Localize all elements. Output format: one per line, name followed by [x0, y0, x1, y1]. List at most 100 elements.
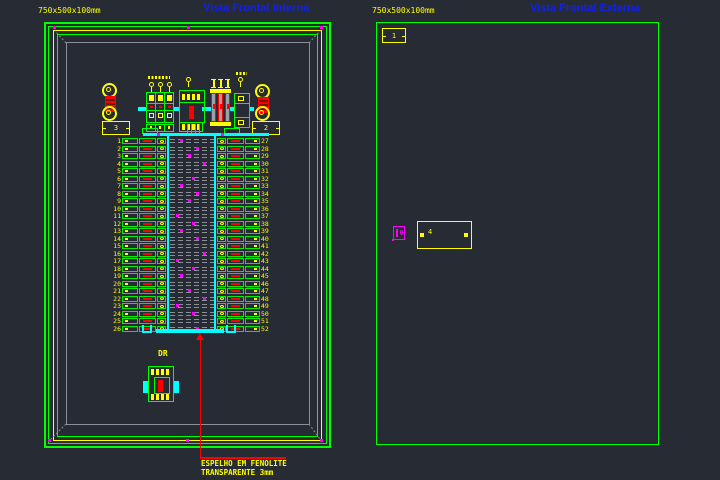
- terminal-cell: [227, 145, 244, 152]
- terminal-cell: [227, 213, 244, 219]
- terminal-cell: [157, 258, 166, 264]
- terminal-cell: [245, 153, 260, 159]
- terminal-number-left: 22: [113, 294, 121, 303]
- terminal-cell: [227, 243, 244, 249]
- terminal-cell: [245, 138, 260, 144]
- terminal-symbol-icon: [238, 77, 244, 88]
- nameplate-outline: [417, 221, 472, 249]
- terminal-cell: [217, 160, 226, 167]
- dr-housing: [148, 366, 174, 402]
- dr-inner-box: [154, 377, 170, 394]
- nameplate-screw: [464, 233, 468, 237]
- strip-top-bracket: [142, 128, 158, 134]
- wire-run: [170, 251, 214, 258]
- wire-marker: [176, 304, 179, 307]
- terminal-cell: [139, 318, 156, 324]
- wire-run: [170, 176, 214, 183]
- terminal-cell: [139, 258, 156, 264]
- terminal-cell: [227, 175, 244, 182]
- breaker-toggle: [168, 106, 171, 108]
- terminal-number-right: 48: [261, 294, 269, 303]
- terminal-number-right: 52: [261, 324, 269, 333]
- terminal-cell: [157, 273, 166, 279]
- terminal-cell: [122, 220, 138, 227]
- terminal-cell: [157, 205, 166, 212]
- fitting-outline: [393, 226, 405, 240]
- leader-line-horizontal: [199, 457, 286, 459]
- right-view-title: Vista Frontal Externa: [530, 2, 640, 14]
- terminal-number-right: 33: [261, 182, 269, 190]
- dr-label-text: [151, 369, 171, 375]
- wire-marker: [176, 214, 179, 217]
- terminal-cell: [139, 280, 156, 287]
- wire-marker: [188, 289, 191, 292]
- wire-marker: [196, 191, 199, 195]
- terminal-cell: [139, 265, 156, 272]
- wire-run: [170, 311, 214, 318]
- terminal-number-left: 26: [113, 324, 121, 333]
- device-actuator: [189, 106, 194, 119]
- terminal-cell: [245, 273, 260, 279]
- terminal-cell: [139, 175, 156, 182]
- terminal-cell: [227, 250, 244, 257]
- device-terminal: [238, 120, 244, 125]
- terminal-symbol-icon: [158, 82, 164, 93]
- terminal-number-right: 39: [261, 227, 269, 235]
- wire-run: [170, 243, 214, 250]
- tag-1[interactable]: 1: [382, 28, 406, 43]
- terminal-number-left: 1: [117, 137, 121, 145]
- terminal-number-right: 38: [261, 219, 269, 228]
- terminal-number-right: 34: [261, 189, 269, 198]
- breaker-terminal: [158, 95, 163, 101]
- terminal-cell: [245, 198, 260, 204]
- terminal-cell: [227, 228, 244, 234]
- device-divider: [179, 102, 205, 103]
- terminal-cell: [157, 198, 166, 204]
- terminal-cell: [217, 183, 226, 189]
- terminal-cell: [122, 243, 138, 249]
- fuse-cap: [217, 89, 224, 93]
- note-line-2: TRANSPARENTE 3mm: [201, 468, 274, 477]
- vertex-marker: [186, 439, 189, 442]
- bus-connector: [228, 107, 234, 111]
- breaker-toggle: [159, 106, 162, 108]
- breaker-terminal: [168, 126, 170, 129]
- device-divider: [234, 103, 250, 104]
- tag-3[interactable]: 3: [102, 121, 130, 135]
- terminal-cell: [227, 183, 244, 189]
- terminal-cell: [227, 295, 244, 302]
- terminal-cell: [227, 205, 244, 212]
- wire-marker: [196, 146, 199, 150]
- terminal-cell: [227, 288, 244, 294]
- terminal-cell: [139, 220, 156, 227]
- breaker-divider: [146, 110, 174, 111]
- fuse-cap: [224, 122, 231, 126]
- terminal-cell: [227, 153, 244, 159]
- terminal-number-right: 42: [261, 249, 269, 258]
- wire-run: [170, 138, 214, 145]
- device-label-text: [182, 94, 202, 100]
- terminal-cell: [157, 183, 166, 189]
- breaker-toggle: [150, 106, 153, 108]
- strip-bottom-bracket: [226, 325, 236, 333]
- strip-cyan-rail: [167, 136, 169, 330]
- terminal-cell: [122, 288, 138, 294]
- terminal-cell: [157, 295, 166, 302]
- terminal-cell: [139, 303, 156, 309]
- tag-3-label: 3: [113, 124, 119, 132]
- terminal-cell: [139, 153, 156, 159]
- vertex-marker: [187, 26, 190, 29]
- wire-marker: [180, 184, 183, 187]
- terminal-cell: [217, 228, 226, 234]
- terminal-cell: [122, 213, 138, 219]
- terminal-cell: [157, 153, 166, 159]
- terminal-cell: [217, 243, 226, 249]
- terminal-number-left: 15: [113, 242, 121, 250]
